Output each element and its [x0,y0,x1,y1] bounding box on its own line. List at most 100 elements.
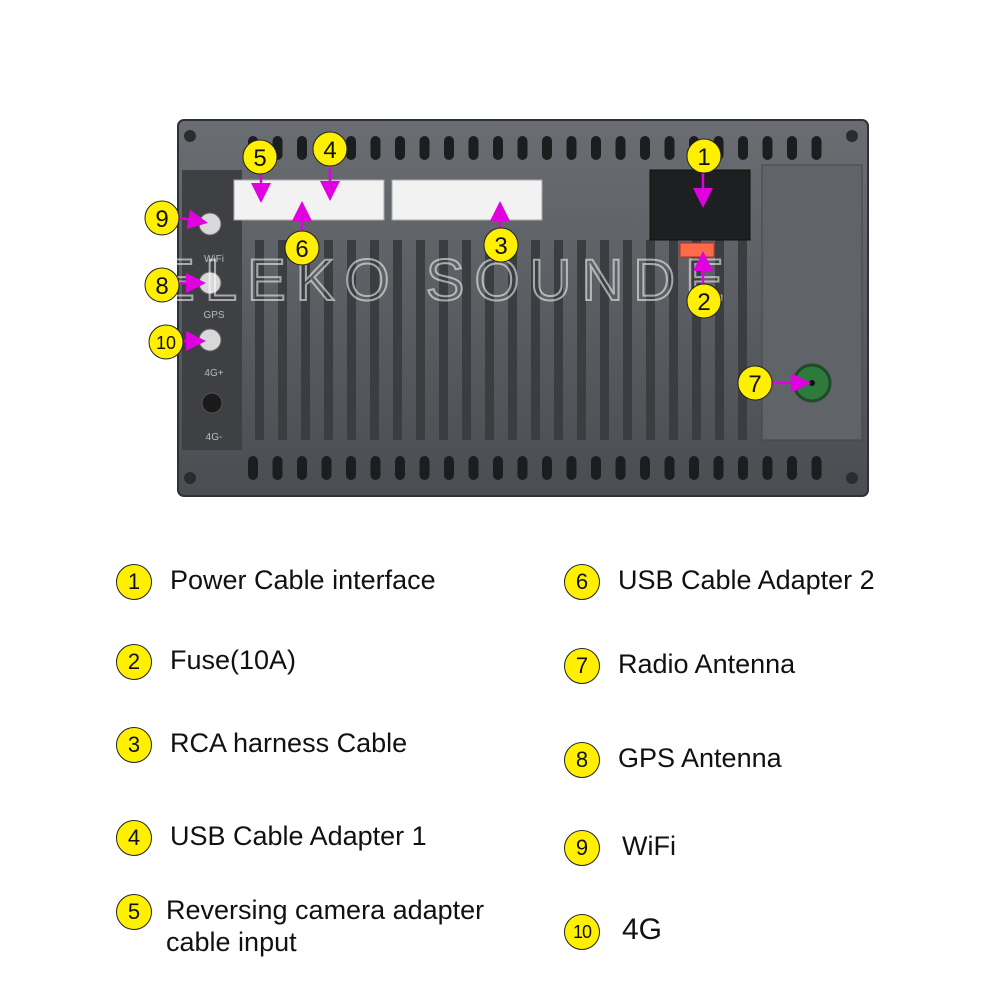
legend-label: RCA harness Cable [170,728,408,758]
vent-slot [811,456,822,480]
vent-slot [321,456,332,480]
legend-badge: 1 [116,564,152,600]
legend-item-2: 2 Fuse(10A) [116,644,296,680]
heatsink-fin [600,240,609,440]
vent-slot [444,136,454,160]
vent-slot [517,136,528,160]
vent-slot [811,136,822,160]
vent-slot [566,456,577,480]
svg-text:7: 7 [748,371,761,398]
heatsink-fin [393,240,402,440]
vent-slot [419,456,430,480]
head-unit-rear-panel: WiFi GPS 4G+ 4G- ELEKO SOUNDE 5 4 6 3 1 … [144,119,869,497]
vent-slot [542,136,552,160]
vent-slot [468,136,479,160]
svg-text:1: 1 [697,144,710,171]
vent-slot [566,136,577,160]
vent-slot [444,456,454,480]
vent-slot [395,456,405,480]
legend-badge: 8 [564,742,600,778]
power-cable-connector [649,169,751,241]
heatsink-fin [485,240,494,440]
vent-slot [346,136,356,160]
heatsink-fin [508,240,517,440]
legend-item-10: 10 4G [564,914,662,950]
vent-slot [713,456,724,480]
heatsink-fin [301,240,310,440]
legend-label: Power Cable interface [170,565,436,595]
legend-item-8: 8 GPS Antenna [564,742,782,778]
svg-text:9: 9 [155,206,168,233]
panel-mark-gps: GPS [203,310,224,321]
heatsink-fin [439,240,448,440]
heatsink-fin [531,240,540,440]
heatsink-fin [692,240,701,440]
svg-text:8: 8 [155,273,168,300]
heatsink-fin [554,240,563,440]
legend-label: 4G [622,913,663,946]
vent-slot [787,136,797,160]
vent-slot [370,136,381,160]
heatsink-fin [347,240,356,440]
callout-3: 3 [483,227,519,263]
legend-label: GPS Antenna [618,743,782,773]
legend-item-3: 3 RCA harness Cable [116,727,407,763]
vent-slot [297,456,307,480]
aux-port [201,392,223,414]
callout-9: 9 [144,200,180,236]
vent-slot [493,456,503,480]
heatsink-fins [255,240,747,440]
heatsink-fin [462,240,471,440]
callout-arrows [179,168,811,393]
callout-4: 4 [312,131,348,167]
legend-badge: 9 [564,830,600,866]
vent-slot [542,456,552,480]
heatsink-fin [324,240,333,440]
legend-item-6: 6 USB Cable Adapter 2 [564,564,875,600]
legend-item-7: 7 Radio Antenna [564,648,795,684]
legend-label: Fuse(10A) [170,645,297,675]
vent-slot [787,456,797,480]
4g-port [198,328,222,352]
vent-slot [272,456,283,480]
legend-item-5: 5 Reversing camera adapter cable input [116,894,484,958]
legend-label: USB Cable Adapter 1 [170,821,427,851]
vent-slot [738,456,748,480]
heatsink-fin [669,240,678,440]
vent-slot [738,136,748,160]
legend-label: USB Cable Adapter 2 [618,565,875,595]
heatsink-fin [255,240,264,440]
legend-badge: 4 [116,820,152,856]
vent-slot [591,136,601,160]
legend-item-1: 1 Power Cable interface [116,564,436,600]
legend-item-9: 9 WiFi [564,830,676,866]
legend-badge: 2 [116,644,152,680]
legend-badge: 3 [116,727,152,763]
vent-slot [640,136,650,160]
legend-label: WiFi [622,831,676,861]
panel-mark-4g-minus: 4G- [206,432,223,443]
callout-1: 1 [686,138,722,174]
vent-slot [664,456,675,480]
vent-slot [370,456,381,480]
vent-slot [419,136,430,160]
wifi-port [198,212,222,236]
legend-item-4: 4 USB Cable Adapter 1 [116,820,427,856]
panel-mark-wifi: WiFi [204,254,224,265]
top-vent-slots [248,136,822,160]
callout-badges: 5 4 6 3 1 2 9 8 10 7 [144,131,773,401]
vent-slot [689,456,699,480]
callout-5: 5 [242,139,278,175]
svg-text:10: 10 [156,333,176,353]
heatsink-fin [715,240,724,440]
rca-harness-connector [391,179,543,221]
bottom-vent-slots [248,456,822,480]
legend-badge: 7 [564,648,600,684]
vent-slot [640,456,650,480]
vent-slot [762,136,773,160]
watermark: ELEKO SOUNDE [156,248,734,313]
vent-slot [517,456,528,480]
svg-text:5: 5 [253,145,266,172]
vent-slot [591,456,601,480]
usb-cable-adapter-1-connector [233,179,385,221]
